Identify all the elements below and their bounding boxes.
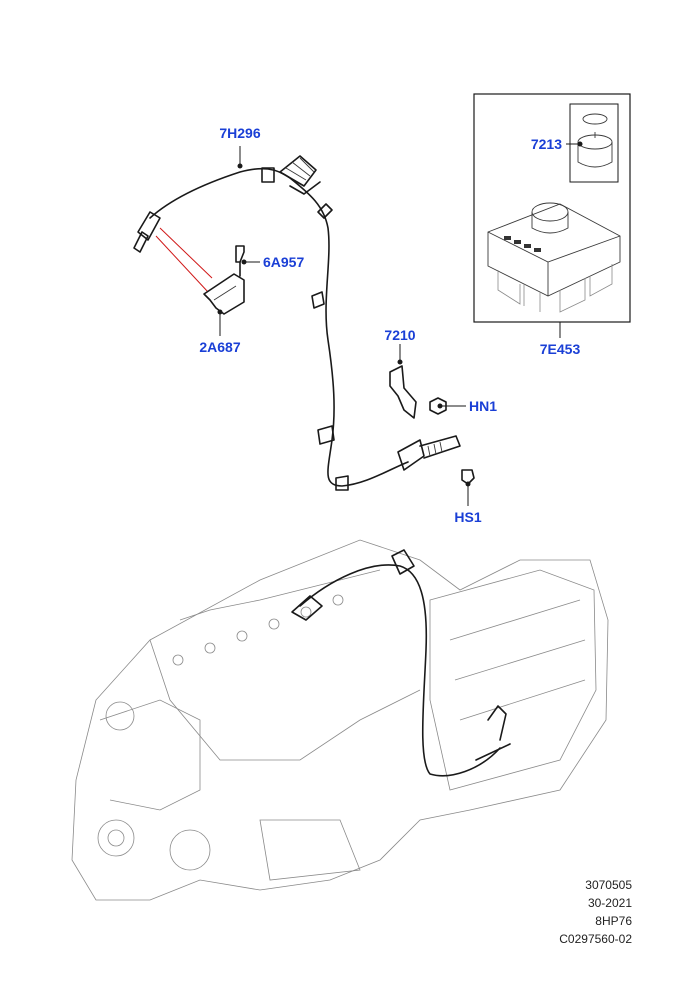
callout-7H296[interactable]: 7H296 [219,125,260,141]
reference-document-id: C0297560-02 [559,932,632,946]
reference-code: 3070505 [585,878,632,892]
engine-cam-cover-details [172,594,344,666]
knob-7213-illustration [577,113,613,168]
cable-7H296-illustration [133,155,409,491]
callout-7E453[interactable]: 7E453 [540,341,581,357]
bolt-HS1-illustration [461,469,475,485]
nut-HN1-illustration [429,397,447,415]
callout-6A957[interactable]: 6A957 [263,254,304,270]
callout-HS1[interactable]: HS1 [454,509,481,525]
red-leader-lines [155,227,213,293]
callout-HN1[interactable]: HN1 [469,398,497,414]
callout-7210[interactable]: 7210 [384,327,415,343]
selector-buttons [504,236,541,252]
leader-lines [217,141,583,506]
selector-module-7E453-illustration [487,202,621,313]
bracket-2A687-illustration [203,273,245,315]
callout-7213[interactable]: 7213 [531,136,562,152]
engine-transmission-illustration [71,539,609,901]
selector-module-inset [473,93,631,323]
callout-2A687[interactable]: 2A687 [199,339,240,355]
reference-block: 3070505 30-2021 8HP76 C0297560-02 [559,876,632,948]
cable-end-fitting-illustration [397,435,461,471]
reference-date: 30-2021 [587,896,632,910]
bracket-7210-illustration [389,365,417,419]
clip-6A957-illustration [235,245,245,277]
reference-transmission: 8HP76 [595,914,632,928]
